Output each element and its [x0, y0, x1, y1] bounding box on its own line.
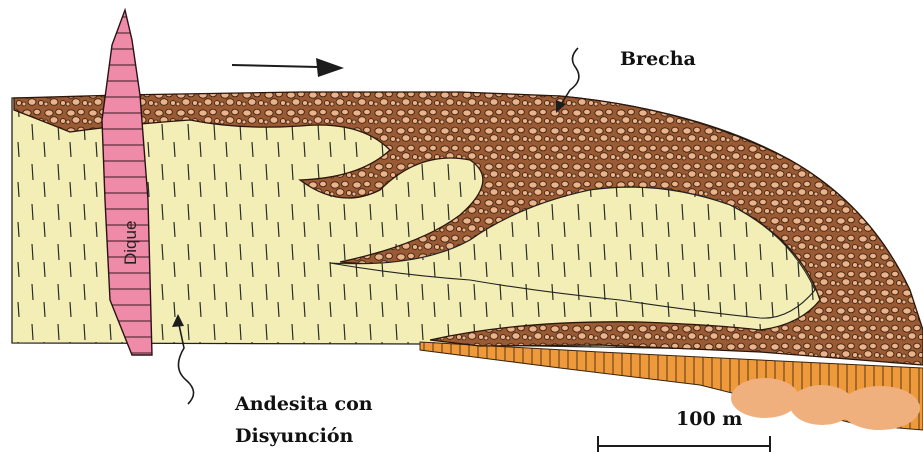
breccia-label: Brecha — [620, 48, 696, 70]
andesite-label-line1: Andesita con — [234, 393, 373, 415]
scale-bar — [598, 436, 770, 452]
flow-arrow — [232, 58, 344, 77]
dike-label: Dique — [121, 221, 140, 265]
scale-label: 100 m — [676, 408, 742, 430]
andesite-label-line2: Disyunción — [235, 425, 354, 447]
